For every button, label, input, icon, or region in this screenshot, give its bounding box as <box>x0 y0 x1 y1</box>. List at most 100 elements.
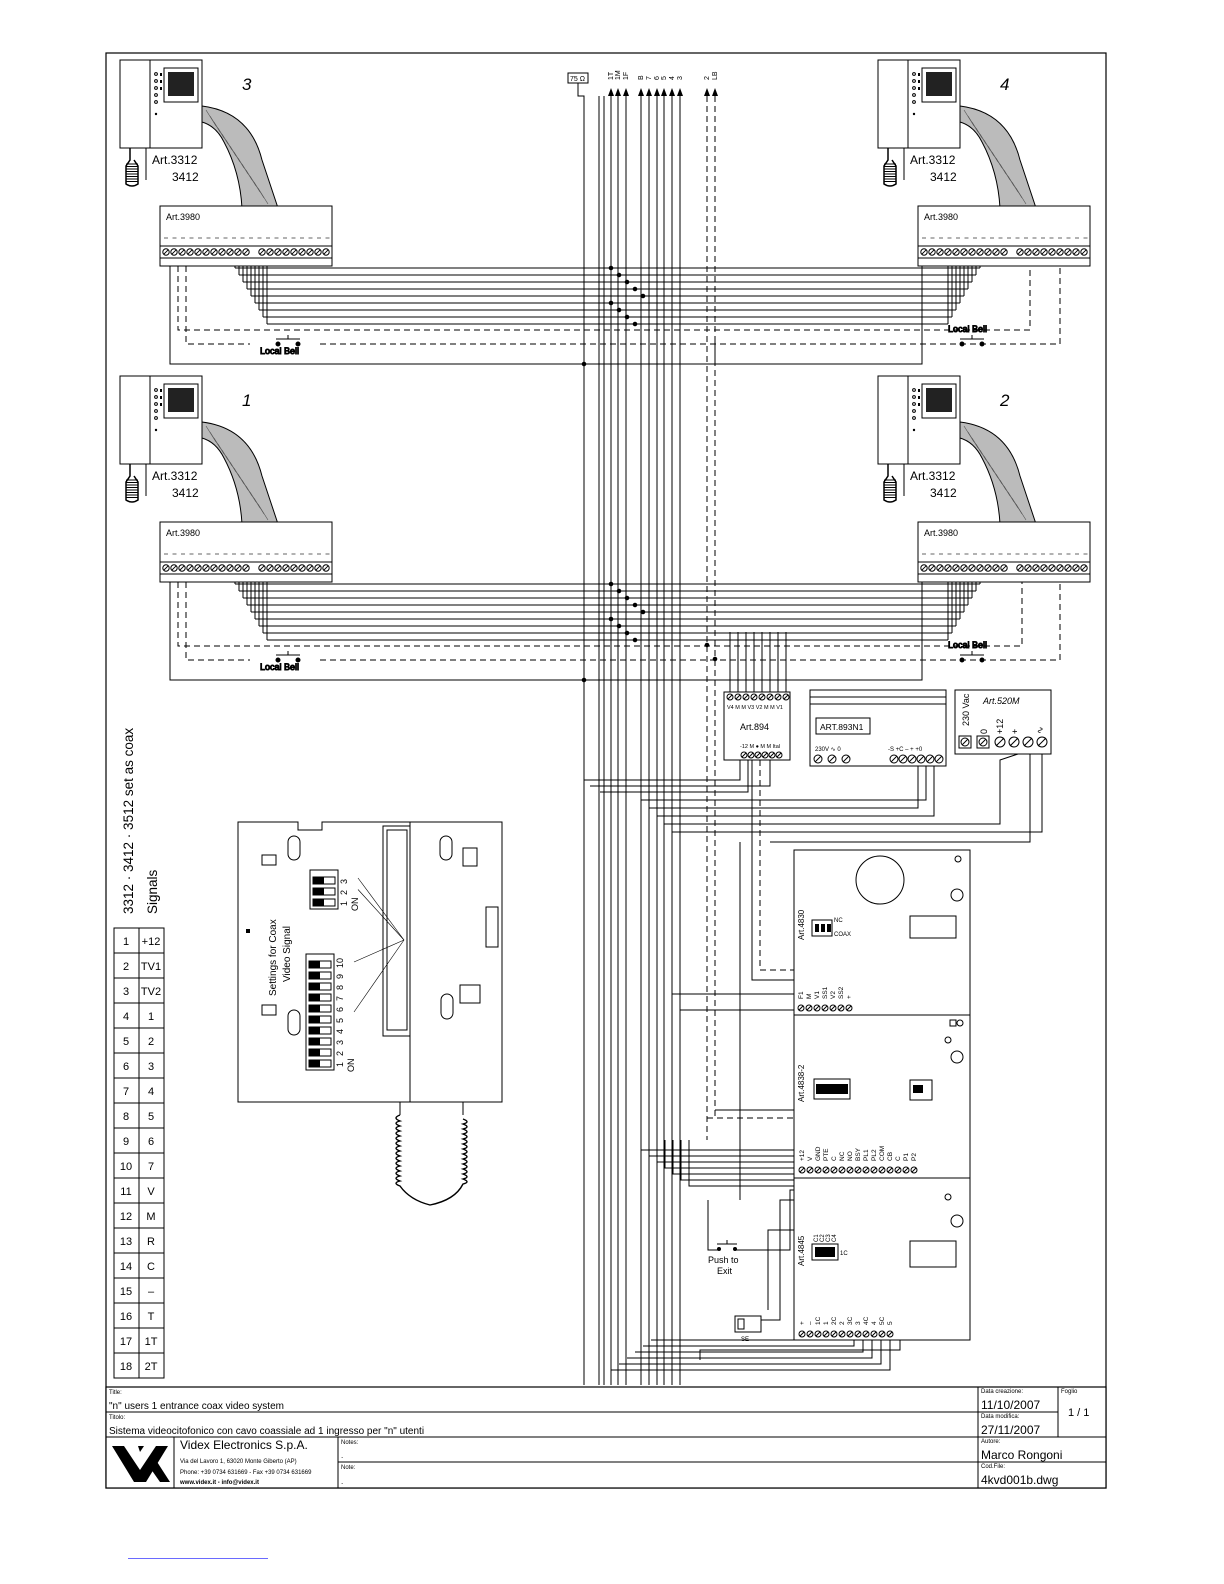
art4830-nc: NC <box>834 918 843 924</box>
junction <box>616 272 622 278</box>
note-value: . <box>341 1477 343 1486</box>
signals-number-cell <box>113 1002 140 1029</box>
signals-value: 5 <box>148 1111 154 1123</box>
signals-number-cell <box>113 1177 140 1204</box>
signals-number: 5 <box>123 1036 129 1048</box>
art4845-terminal-label: + <box>799 1321 806 1325</box>
titolo-label: Titolo: <box>109 1415 125 1421</box>
signals-number: 10 <box>120 1161 132 1173</box>
signals-value-cell <box>138 1352 165 1379</box>
art4845-terminal-label: 5 <box>887 1321 894 1325</box>
junction <box>624 279 630 285</box>
signals-number: 13 <box>120 1236 132 1248</box>
art4838-terminal-label: +12 <box>799 1150 806 1161</box>
title-block: Title: "n" users 1 entrance coax video s… <box>105 1386 1107 1489</box>
footer-link-rule <box>128 1558 268 1559</box>
art4838-terminal-label: NC <box>839 1151 846 1161</box>
note-label: Note: <box>341 1465 356 1471</box>
art4830-terminal-label: V1 <box>814 991 821 999</box>
signals-number: 14 <box>120 1261 132 1273</box>
dip-on-label: ON <box>346 1059 356 1073</box>
door-lock-label: SE <box>741 1337 749 1343</box>
riser-arrow <box>669 88 675 96</box>
junction <box>608 616 614 622</box>
signals-value: TV2 <box>141 986 161 998</box>
local-bell-label: Local Bell <box>260 346 299 356</box>
riser-arrow <box>646 88 652 96</box>
riser-arrow <box>623 88 629 96</box>
dip-position-label: 10 <box>335 958 345 968</box>
local-bell-label: Local Bell <box>948 324 987 334</box>
signals-value: – <box>148 1286 155 1298</box>
monitor-art2-label: 3412 <box>930 486 957 500</box>
signals-number: 18 <box>120 1361 132 1373</box>
signals-value: R <box>147 1236 155 1248</box>
monitor-art2-label: 3412 <box>930 170 957 184</box>
riser-label: B <box>638 75 645 80</box>
junction <box>616 307 622 313</box>
door-lock: SE <box>734 1315 762 1343</box>
signals-value-cell <box>138 1277 165 1304</box>
art520-terminal-label: 230 Vac <box>961 693 971 726</box>
art4838-terminal-label: PL1 <box>863 1149 870 1161</box>
junction <box>712 656 718 662</box>
art894-top-terminals: V4 M M V3 V2 M M V1 <box>727 705 783 711</box>
signals-table: 3312 · 3412 · 3512 set as coax Signals 1… <box>113 728 165 1379</box>
monitor-art-label: Art.3312 <box>152 153 198 167</box>
dip-position-label: 6 <box>335 1007 345 1012</box>
art4845-terminal-label: – <box>807 1321 814 1325</box>
signals-value-cell <box>138 1077 165 1104</box>
project-titolo: Sistema videocitofonico con cavo coassia… <box>109 1426 424 1437</box>
push-to-exit-label: Push to <box>708 1255 739 1265</box>
signals-value-cell <box>138 1152 165 1179</box>
dip-position-label: 5 <box>335 1018 345 1023</box>
riser-label: 3 <box>677 76 684 80</box>
riser-label: 5 <box>661 76 668 80</box>
videx-logo <box>108 1440 172 1486</box>
art4830-terminal-label: + <box>846 995 853 999</box>
signals-number: 11 <box>120 1186 131 1198</box>
art520-title: Art.520M <box>982 696 1020 706</box>
art894-title: Art.894 <box>740 722 769 732</box>
art893-terminals: 230V ∿ 0 <box>815 747 841 753</box>
signals-value: T <box>148 1311 155 1323</box>
riser-label: LB <box>712 71 719 80</box>
art4845-switch-side: 1C <box>840 1251 848 1257</box>
creation-label: Data creazione: <box>981 1389 1023 1395</box>
dip-position-label: 1 <box>335 1062 345 1067</box>
junction <box>616 588 622 594</box>
interface-art-label: Art.3980 <box>166 212 200 222</box>
art4845-title: Art.4845 <box>797 1235 806 1266</box>
art4830-terminal-label: M <box>806 994 813 999</box>
riser-label: 2 <box>704 76 711 80</box>
local-bell-label: Local Bell <box>948 640 987 650</box>
junction <box>608 265 614 271</box>
ribbon-cable <box>959 421 1037 525</box>
signals-number: 12 <box>120 1211 132 1223</box>
art4838-terminal-label: COM <box>879 1146 886 1161</box>
signals-value: 6 <box>148 1136 154 1148</box>
signals-value: V <box>147 1186 155 1198</box>
art4830-coax: COAX <box>834 932 851 938</box>
signals-value: 2T <box>145 1361 158 1373</box>
art4838-terminal-label: P1 <box>903 1153 910 1161</box>
signals-number-cell <box>113 1352 140 1379</box>
station-number: 1 <box>242 391 251 410</box>
junction <box>632 286 638 292</box>
signals-value-cell <box>138 1002 165 1029</box>
monitor-art-label: Art.3312 <box>910 469 956 483</box>
art4845-terminal-label: 2 <box>839 1321 846 1325</box>
signals-value: 7 <box>148 1161 154 1173</box>
interface-art-label: Art.3980 <box>166 528 200 538</box>
station-number: 2 <box>999 391 1010 410</box>
art4830-terminal-label: SS2 <box>838 986 845 999</box>
dip-position-label: 8 <box>335 985 345 990</box>
signals-value-cell <box>138 1327 165 1354</box>
signals-heading-2: Signals <box>145 869 160 914</box>
creation-date: 11/10/2007 <box>981 1398 1040 1412</box>
